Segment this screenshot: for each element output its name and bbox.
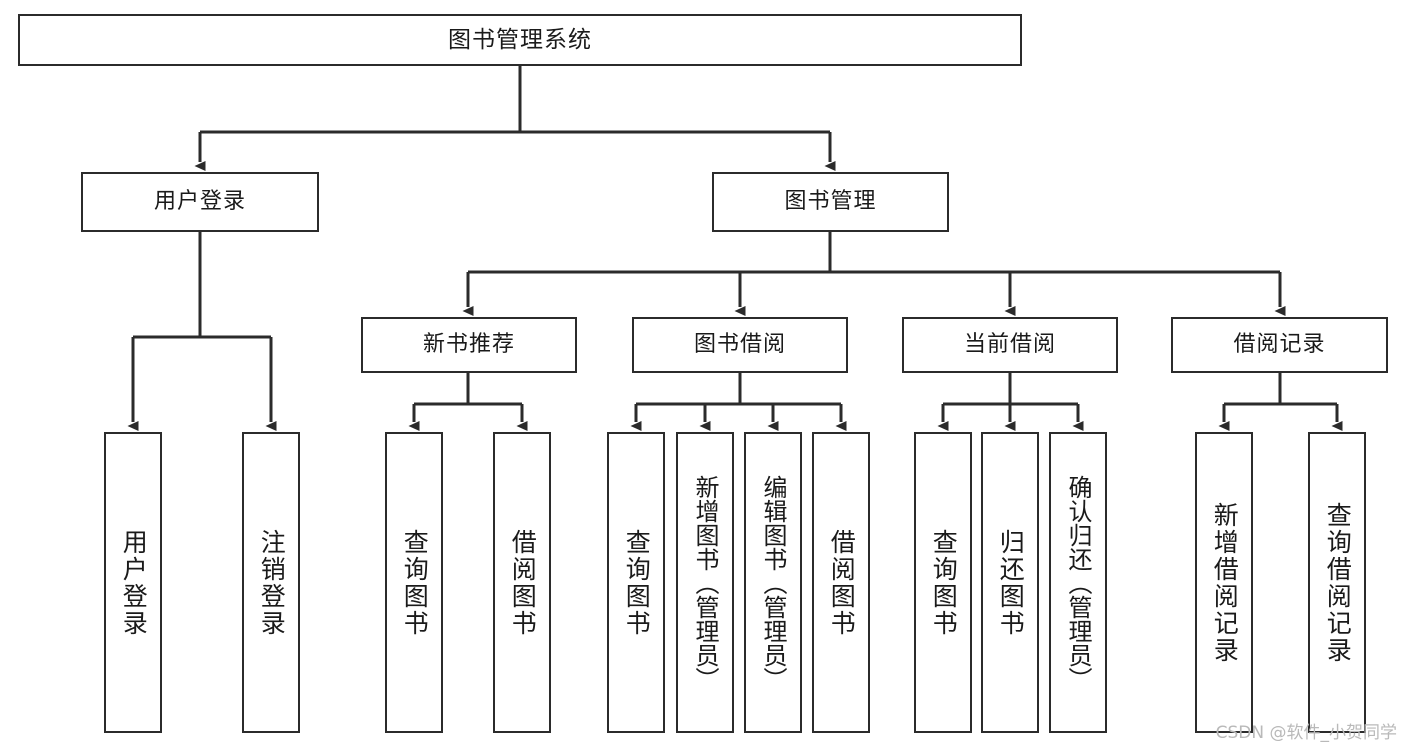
node-leaf-edit-book[interactable]: 编辑图书（管理员） — [744, 432, 802, 733]
node-new-book-recommend[interactable]: 新书推荐 — [361, 317, 577, 373]
node-current-borrow[interactable]: 当前借阅 — [902, 317, 1118, 373]
node-borrow-record-label: 借阅记录 — [1233, 332, 1326, 357]
node-leaf-user-login[interactable]: 用户登录 — [104, 432, 162, 733]
node-leaf-query-book-3-label: 查询图书 — [929, 528, 959, 637]
node-leaf-query-book-1-label: 查询图书 — [400, 528, 430, 637]
node-leaf-query-book-2[interactable]: 查询图书 — [607, 432, 665, 733]
node-leaf-query-record[interactable]: 查询借阅记录 — [1308, 432, 1366, 733]
node-leaf-borrow-book-2[interactable]: 借阅图书 — [812, 432, 870, 733]
node-book-borrow[interactable]: 图书借阅 — [632, 317, 848, 373]
node-root-label: 图书管理系统 — [448, 26, 592, 53]
node-leaf-confirm-return-label: 确认归还（管理员） — [1064, 474, 1092, 691]
node-leaf-return-book[interactable]: 归还图书 — [981, 432, 1039, 733]
node-user-login[interactable]: 用户登录 — [81, 172, 319, 232]
node-leaf-borrow-book-2-label: 借阅图书 — [827, 528, 857, 637]
node-leaf-query-book-1[interactable]: 查询图书 — [385, 432, 443, 733]
node-borrow-record[interactable]: 借阅记录 — [1171, 317, 1388, 373]
node-leaf-add-record[interactable]: 新增借阅记录 — [1195, 432, 1253, 733]
node-leaf-query-book-3[interactable]: 查询图书 — [914, 432, 972, 733]
node-leaf-user-login-label: 用户登录 — [119, 528, 149, 637]
node-leaf-edit-book-label: 编辑图书（管理员） — [759, 474, 787, 691]
node-book-manage[interactable]: 图书管理 — [712, 172, 949, 232]
node-current-borrow-label: 当前借阅 — [963, 332, 1056, 357]
node-leaf-logout-label: 注销登录 — [257, 528, 287, 637]
node-leaf-borrow-book-1-label: 借阅图书 — [508, 528, 538, 637]
node-leaf-confirm-return[interactable]: 确认归还（管理员） — [1049, 432, 1107, 733]
node-leaf-query-record-label: 查询借阅记录 — [1323, 501, 1353, 664]
node-leaf-borrow-book-1[interactable]: 借阅图书 — [493, 432, 551, 733]
node-leaf-add-book[interactable]: 新增图书（管理员） — [676, 432, 734, 733]
node-leaf-add-record-label: 新增借阅记录 — [1210, 501, 1240, 664]
node-leaf-add-book-label: 新增图书（管理员） — [691, 474, 719, 691]
node-leaf-return-book-label: 归还图书 — [996, 528, 1026, 637]
node-user-login-label: 用户登录 — [153, 189, 246, 214]
node-book-manage-label: 图书管理 — [784, 189, 877, 214]
node-book-borrow-label: 图书借阅 — [693, 332, 786, 357]
node-new-book-recommend-label: 新书推荐 — [422, 332, 515, 357]
node-leaf-logout[interactable]: 注销登录 — [242, 432, 300, 733]
node-leaf-query-book-2-label: 查询图书 — [622, 528, 652, 637]
node-root[interactable]: 图书管理系统 — [18, 14, 1022, 66]
